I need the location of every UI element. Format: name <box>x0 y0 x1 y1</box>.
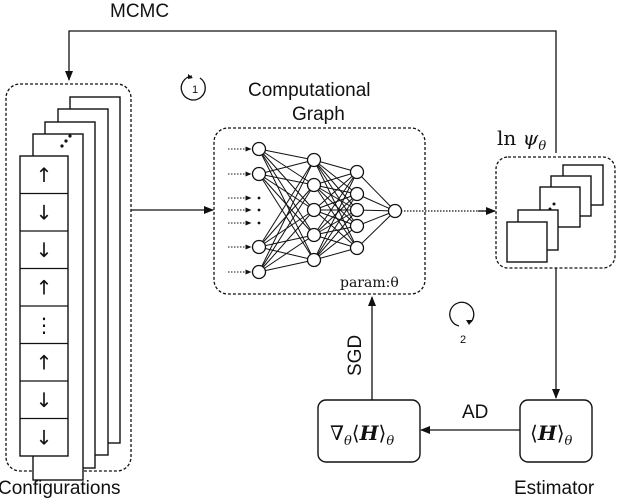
network-edge <box>258 159 315 273</box>
network-edge <box>313 209 358 261</box>
network-node <box>349 202 365 218</box>
network-edge <box>258 173 315 236</box>
network-edge <box>313 159 358 211</box>
gradient-h-label: ∇θ⟨H⟩θ <box>330 421 394 449</box>
network-edge <box>313 193 358 236</box>
expectation-h-label: ⟨H⟩θ <box>530 421 573 449</box>
mcmc-arrow <box>65 30 557 153</box>
network-edge <box>313 225 358 236</box>
spin-cell: ⋮ <box>34 313 54 337</box>
network-node <box>306 227 322 243</box>
spin-cell: ↓ <box>36 238 53 262</box>
network-edge <box>313 193 358 211</box>
network-edge <box>258 234 315 273</box>
estimator-box <box>519 399 593 463</box>
network-node <box>306 202 322 218</box>
network-edge <box>356 210 396 249</box>
network-edge <box>258 148 315 161</box>
configuration-cells: ↑ ↓ ↓ ↑ ⋮ ↑ ↓ ↓ <box>20 163 68 449</box>
gradient-box <box>317 399 421 463</box>
network-node <box>349 186 365 202</box>
spin-cell: ↑ <box>36 163 53 187</box>
network-edge <box>313 184 358 227</box>
network-edge <box>313 234 358 249</box>
network-edge <box>313 171 358 211</box>
network-edge <box>313 209 358 236</box>
stack-dots <box>60 134 72 148</box>
network-edge <box>313 247 358 261</box>
input-ellipsis-dot <box>257 208 261 212</box>
network-edge <box>313 193 358 261</box>
input-ellipsis-dot <box>257 221 261 225</box>
loop-1-number: 1 <box>192 84 198 96</box>
spin-cell: ↓ <box>36 425 53 449</box>
graph-title-line2: Graph <box>292 104 345 125</box>
network-node <box>251 166 267 182</box>
network-edge <box>313 171 358 236</box>
network-edge <box>258 159 315 248</box>
network-edge <box>258 159 315 175</box>
spin-cell: ↓ <box>36 200 53 224</box>
mcmc-label: MCMC <box>110 1 169 22</box>
network-edge <box>313 171 358 261</box>
spin-cell: ↑ <box>36 350 53 374</box>
graph-title-line1: Computational <box>248 80 371 101</box>
configurations-label: Configurations <box>0 478 121 499</box>
network-edge <box>313 225 358 261</box>
spin-cell: ↓ <box>36 388 53 412</box>
network-node <box>306 152 322 168</box>
network-edge <box>313 184 358 195</box>
network-edge <box>313 159 358 173</box>
neural-network <box>228 141 403 280</box>
network-edge <box>258 259 315 273</box>
network-edge <box>258 173 315 186</box>
ad-label: AD <box>462 402 488 423</box>
network-edge <box>313 159 358 227</box>
param-label: param:θ <box>340 275 399 291</box>
network-node <box>251 141 267 157</box>
network-edge <box>258 209 315 273</box>
network-edge <box>356 171 396 212</box>
ln-psi-label: ln ψθ <box>497 126 546 154</box>
network-node <box>306 177 322 193</box>
spin-cell: ↑ <box>36 275 53 299</box>
input-ellipsis-dot <box>257 196 261 200</box>
network-edge <box>313 171 358 186</box>
network-node <box>251 264 267 280</box>
sgd-label: SGD <box>345 335 366 376</box>
network-node <box>349 240 365 256</box>
loop-2-icon: 2 <box>449 301 475 346</box>
network-node <box>306 252 322 268</box>
network-edge <box>258 184 315 273</box>
network-edge <box>313 209 358 249</box>
network-node <box>251 239 267 255</box>
estimator-label: Estimator <box>514 478 595 499</box>
network-node <box>349 218 365 234</box>
network-edge <box>258 173 315 211</box>
network-edge <box>313 209 358 227</box>
wavefunction-stack <box>506 164 604 263</box>
network-node <box>349 164 365 180</box>
loop-2-number: 2 <box>460 334 466 346</box>
loop-1-icon: 1 <box>180 74 206 101</box>
output-node <box>387 203 403 219</box>
network-edge <box>313 159 358 195</box>
